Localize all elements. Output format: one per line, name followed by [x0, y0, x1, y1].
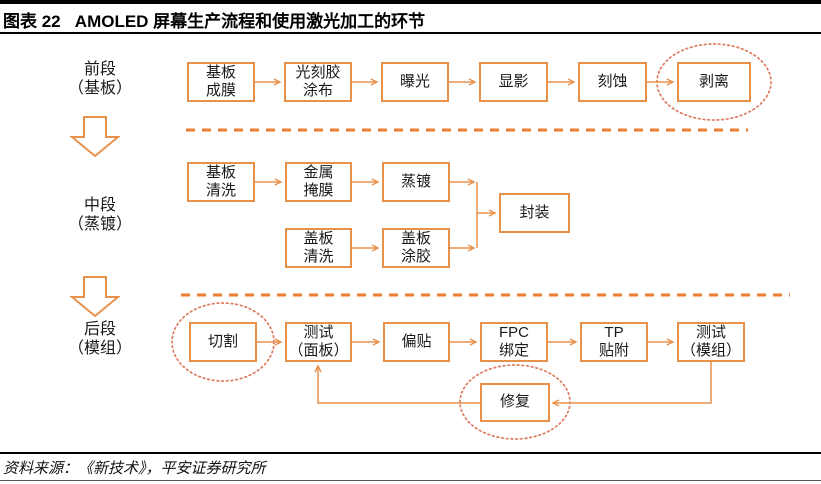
- step-label-line: 金属: [303, 163, 334, 181]
- step-label-line: 蒸镀: [400, 172, 431, 190]
- step-label-line: 测试: [695, 323, 726, 341]
- figure-title: 图表 22 AMOLED 屏幕生产流程和使用激光加工的环节: [3, 12, 426, 31]
- step-label-line: 涂布: [302, 82, 333, 99]
- source-divider-top: [0, 452, 821, 454]
- step-label-line: 清洗: [303, 248, 334, 265]
- step-label-line: （模组）: [680, 342, 741, 359]
- step-label-line: 切割: [207, 332, 238, 350]
- feedback-arrow-to-panel-test: [314, 364, 480, 404]
- step-development: 显影: [479, 62, 548, 102]
- step-metal-mask: 金属 掩膜: [285, 162, 352, 202]
- step-label-line: 贴附: [598, 342, 629, 359]
- step-cutting: 切割: [189, 322, 257, 362]
- step-label-line: 成膜: [205, 82, 236, 99]
- top-border: [0, 0, 821, 4]
- source-divider-bottom: [0, 480, 821, 481]
- step-fpc-bonding: FPC 绑定: [480, 322, 548, 362]
- step-cover-gluing: 盖板 涂胶: [382, 228, 450, 268]
- step-label-line: 修复: [499, 393, 530, 411]
- step-etching: 刻蚀: [578, 62, 647, 102]
- step-label-line: 剥离: [698, 72, 729, 90]
- step-encapsulation: 封装: [499, 193, 570, 233]
- step-label-line: 盖板: [303, 229, 334, 247]
- stage-label-middle: 中段 （蒸镀）: [45, 196, 155, 234]
- down-arrow-icon: [69, 116, 121, 158]
- step-substrate-cleaning: 基板 清洗: [187, 162, 255, 202]
- step-label-line: 绑定: [498, 342, 529, 359]
- stage-label-line: （蒸镀）: [67, 216, 132, 234]
- step-label-line: 刻蚀: [597, 72, 628, 90]
- source-note: 资料来源：《新技术》，平安证券研究所: [3, 461, 266, 477]
- stage-label-line: 后段: [83, 321, 116, 338]
- step-label-line: 显影: [498, 72, 529, 90]
- stage-label-line: 前段: [83, 61, 116, 78]
- step-label-line: （面板）: [288, 342, 349, 359]
- feedback-arrow-to-repair: [551, 362, 712, 407]
- step-label-line: 偏贴: [401, 332, 432, 350]
- step-label-line: TP: [604, 323, 624, 341]
- step-evaporation: 蒸镀: [382, 162, 450, 202]
- step-exposure: 曝光: [381, 62, 449, 102]
- stage-label-line: 中段: [83, 197, 116, 214]
- step-photoresist-coating: 光刻胶 涂布: [284, 62, 352, 102]
- step-label-line: FPC: [499, 323, 529, 341]
- step-cover-cleaning: 盖板 清洗: [285, 228, 352, 268]
- step-label-line: 光刻胶: [295, 63, 341, 81]
- step-repair: 修复: [480, 383, 550, 422]
- step-label-line: 基板: [205, 163, 236, 181]
- step-label-line: 基板: [205, 63, 236, 81]
- step-panel-test: 测试 （面板）: [285, 322, 352, 362]
- step-label-line: 涂胶: [400, 248, 431, 265]
- step-module-test: 测试 （模组）: [677, 322, 745, 362]
- step-lamination: 偏贴: [383, 322, 450, 362]
- laser-highlight-ellipse: [459, 364, 571, 440]
- step-label-line: 清洗: [205, 182, 236, 199]
- step-label-line: 封装: [519, 203, 550, 221]
- step-label-line: 测试: [303, 323, 334, 341]
- stage-label-back: 后段 （模组）: [45, 320, 155, 358]
- stage-label-line: （模组）: [67, 340, 132, 358]
- step-label-line: 掩膜: [303, 182, 334, 199]
- title-underline: [0, 32, 821, 34]
- step-liftoff: 剥离: [677, 62, 751, 102]
- step-label-line: 盖板: [400, 229, 431, 247]
- step-tp-attach: TP 贴附: [580, 322, 648, 362]
- down-arrow-icon: [69, 276, 121, 318]
- step-label-line: 曝光: [399, 72, 430, 90]
- stage-label-line: （基板）: [67, 80, 132, 98]
- stage-label-front: 前段 （基板）: [45, 60, 155, 98]
- step-substrate-deposition: 基板 成膜: [187, 62, 255, 102]
